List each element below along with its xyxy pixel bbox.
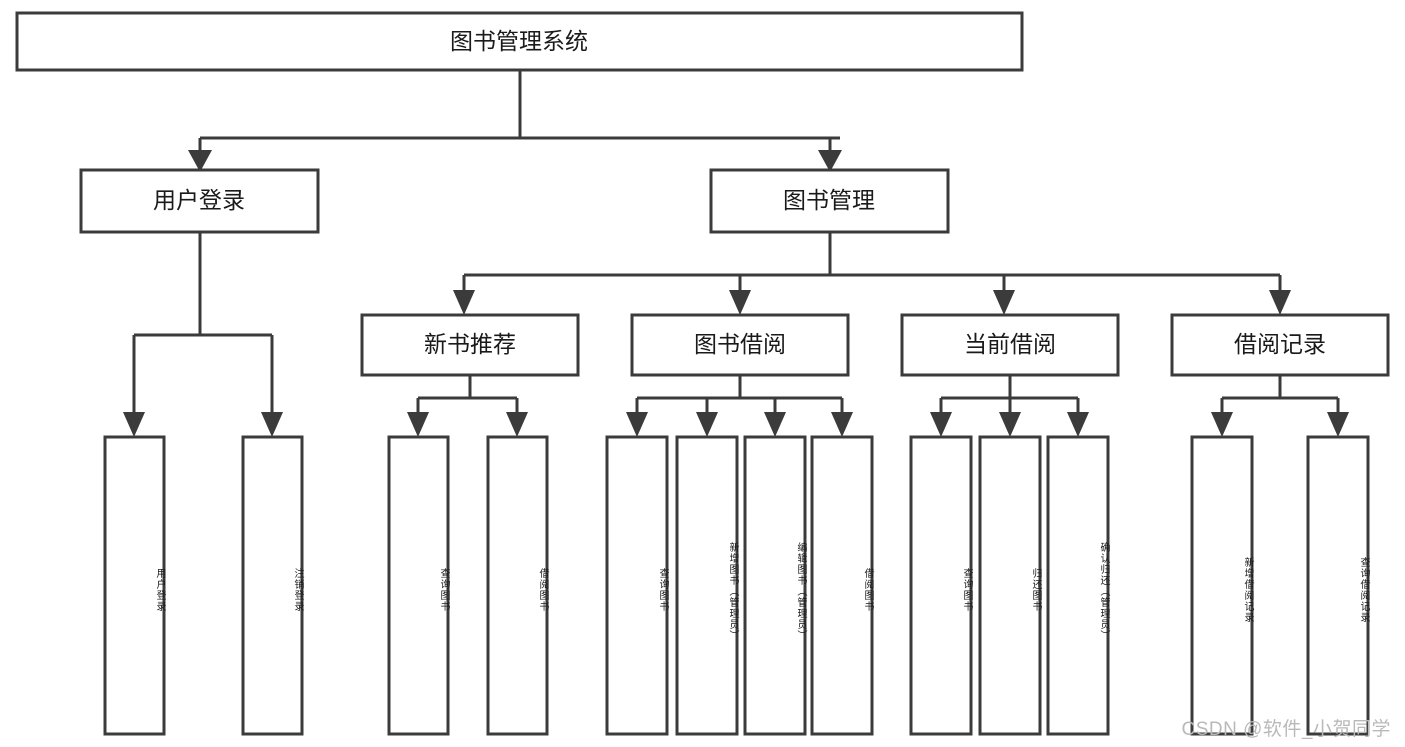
- arrow-book-borrow-leaf-3: [764, 412, 786, 437]
- node-leaf-current-borrow-2-box[interactable]: [978, 435, 1042, 736]
- node-leaf-current-borrow-1-box[interactable]: [909, 435, 973, 736]
- connector-group-current-borrow: [930, 375, 1089, 437]
- arrow-book-borrow-leaf-2: [696, 412, 718, 437]
- node-book-borrow-label: 图书借阅: [694, 331, 786, 357]
- arrow-root-to-book-manage: [818, 150, 842, 172]
- connector-group-new-book-recommend: [407, 375, 528, 437]
- arrow-new-book-leaf-1: [407, 412, 429, 437]
- node-user-login-label: 用户登录: [153, 187, 245, 213]
- arrow-user-login-leaf-1: [123, 412, 145, 437]
- node-new-book-recommend-label: 新书推荐: [424, 331, 516, 357]
- connector-group-book-manage: [453, 232, 1291, 315]
- node-leaf-book-borrow-3-box[interactable]: [743, 435, 807, 736]
- arrow-new-book-leaf-2: [506, 412, 528, 437]
- arrow-borrow-record-leaf-1: [1211, 412, 1233, 437]
- arrow-root-to-user-login: [188, 150, 212, 172]
- arrow-borrow-record-leaf-2: [1327, 412, 1349, 437]
- connector-group-book-borrow: [626, 375, 853, 437]
- node-borrow-record-label: 借阅记录: [1234, 331, 1326, 357]
- arrow-book-manage-to-new-book: [453, 290, 475, 315]
- node-current-borrow-box[interactable]: [900, 313, 1120, 377]
- node-current-borrow-label: 当前借阅: [964, 331, 1056, 357]
- arrow-current-borrow-leaf-2: [999, 412, 1021, 437]
- node-leaf-new-book-1-box[interactable]: [387, 435, 450, 736]
- node-new-book-recommend-box[interactable]: [360, 313, 580, 377]
- connector-group-borrow-record: [1211, 375, 1349, 437]
- node-leaf-current-borrow-3-box[interactable]: [1046, 435, 1110, 736]
- arrow-book-borrow-leaf-1: [626, 412, 648, 437]
- node-borrow-record-box[interactable]: [1170, 313, 1390, 377]
- node-leaf-book-borrow-4-box[interactable]: [810, 435, 874, 736]
- node-book-borrow-box[interactable]: [630, 313, 850, 377]
- connector-group-root: [188, 70, 842, 172]
- node-user-login-box[interactable]: [79, 168, 320, 234]
- node-leaf-borrow-record-2-box[interactable]: [1306, 435, 1370, 736]
- node-root-label: 图书管理系统: [450, 28, 588, 54]
- node-leaf-borrow-record-1-box[interactable]: [1190, 435, 1254, 736]
- node-leaf-book-borrow-2-box[interactable]: [675, 435, 739, 736]
- arrow-book-manage-to-current-borrow: [993, 290, 1015, 315]
- connector-group-user-login: [123, 232, 283, 437]
- node-book-manage-box[interactable]: [709, 168, 950, 234]
- arrow-book-manage-to-book-borrow: [729, 290, 751, 315]
- arrow-current-borrow-leaf-1: [930, 412, 952, 437]
- node-leaf-new-book-2-box[interactable]: [486, 435, 549, 736]
- arrow-book-borrow-leaf-4: [831, 412, 853, 437]
- arrow-user-login-leaf-2: [261, 412, 283, 437]
- node-leaf-user-login-2-box[interactable]: [241, 435, 304, 736]
- node-root-box[interactable]: [15, 11, 1024, 72]
- arrow-current-borrow-leaf-3: [1067, 412, 1089, 437]
- csdn-watermark: CSDN @软件_小贺同学: [1181, 719, 1391, 740]
- node-leaf-user-login-1-box[interactable]: [103, 435, 166, 736]
- node-book-manage-label: 图书管理: [783, 187, 875, 213]
- arrow-book-manage-to-borrow-record: [1269, 290, 1291, 315]
- node-leaf-book-borrow-1-box[interactable]: [605, 435, 669, 736]
